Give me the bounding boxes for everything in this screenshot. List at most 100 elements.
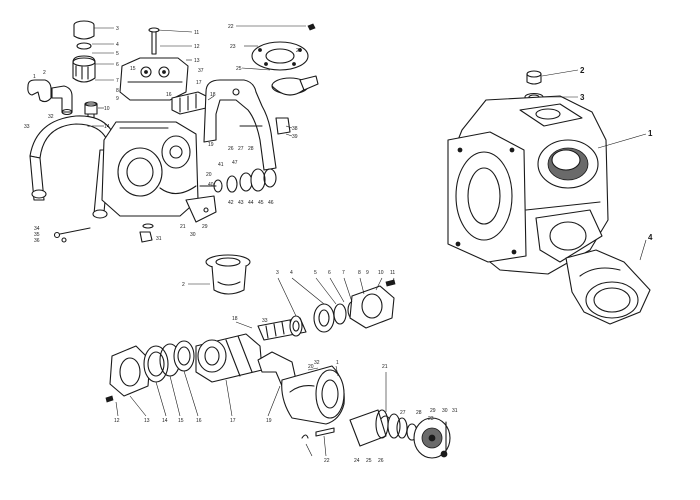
callout-14-bottom: 14	[162, 418, 168, 424]
callout-45-topleft: 45	[258, 200, 264, 206]
callout-15-bottom: 15	[178, 418, 184, 424]
callout-32-topleft: 32	[48, 114, 54, 120]
callout-17-bottom: 17	[230, 418, 236, 424]
left-flange-rings-part	[105, 340, 195, 403]
callout-16-bottom: 16	[196, 418, 202, 424]
callout-38-topleft: 38	[292, 126, 298, 132]
callout-23-bottom: 23	[428, 416, 434, 422]
callout-1-right: 1	[648, 129, 653, 138]
callout-47-topleft: 47	[232, 160, 238, 166]
callout-13-bottom: 13	[144, 418, 150, 424]
callout-24-topleft: 24	[296, 48, 302, 54]
callout-2-bottom: 2	[182, 282, 185, 288]
callout-28-topleft: 28	[248, 146, 254, 152]
top-left-assembly	[27, 20, 319, 243]
callout-30-bottom: 30	[442, 408, 448, 414]
top-left-leaders	[92, 25, 306, 137]
callout-9-bottom: 9	[366, 270, 369, 276]
bottom-drive-assembly	[105, 254, 451, 459]
callout-2-topleft: 2	[43, 70, 46, 76]
pump-sleeve-part	[281, 365, 345, 425]
callout-6-topleft: 6	[116, 62, 119, 68]
callout-5-bottom: 5	[314, 270, 317, 276]
callout-8-topleft: 8	[116, 88, 119, 94]
flanged-cup-part	[205, 254, 251, 295]
callout-5-topleft: 5	[116, 51, 119, 57]
outlet-spigot-part	[565, 249, 651, 325]
piston-rings-part	[349, 409, 451, 459]
callout-7-topleft: 7	[116, 78, 119, 84]
callout-17-topleft: 17	[196, 80, 202, 86]
callout-12-bottom: 12	[114, 418, 120, 424]
callout-30-topleft: 30	[190, 232, 196, 238]
side-bolt-part	[239, 117, 291, 135]
callout-42-topleft: 42	[228, 200, 234, 206]
bottom-leaders	[115, 277, 395, 457]
callout-28-bottom: 28	[416, 410, 422, 416]
shaft-bearings-part	[199, 168, 277, 193]
callout-33-bottom: 33	[262, 318, 268, 324]
callout-18-topleft: 18	[210, 92, 216, 98]
callout-11-bottom: 11	[390, 270, 395, 276]
right-leaders	[541, 69, 647, 261]
diaphragm-valve-part	[271, 75, 319, 96]
callout-39-topleft: 39	[292, 134, 298, 140]
callout-21-topleft: 21	[180, 224, 186, 230]
callout-11-topleft: 11	[194, 30, 199, 36]
callout-21-bottom: 21	[382, 364, 388, 370]
callout-2-right: 2	[580, 66, 585, 75]
linkage-part	[185, 195, 217, 223]
callout-37-topleft: 37	[198, 68, 204, 74]
callout-29-bottom: 29	[430, 408, 436, 414]
callout-4-bottom: 4	[290, 270, 293, 276]
right-housing-assembly	[447, 69, 651, 325]
callout-19-topleft: 19	[208, 142, 214, 148]
callout-35-topleft: 35	[34, 232, 40, 238]
housing-body-part	[447, 95, 609, 275]
callout-32-bottom: 32	[314, 360, 320, 366]
callout-46-topleft: 46	[268, 200, 274, 206]
callout-labels: 1 2 3 4 5 6 7 8 9 10 11 12 13 14 15 16 1…	[24, 24, 653, 464]
callout-12-topleft: 12	[194, 44, 200, 50]
callout-20-bottom: 20	[308, 364, 314, 370]
callout-24-bottom: 24	[354, 458, 360, 464]
callout-22-topleft: 22	[228, 24, 234, 30]
drive-housing-part	[195, 333, 263, 383]
drain-plug-part	[524, 70, 544, 102]
callout-8-bottom: 8	[358, 270, 361, 276]
callout-3-topleft: 3	[116, 26, 119, 32]
callout-1-bottom: 1	[336, 360, 339, 366]
callout-33-topleft: 33	[24, 124, 30, 130]
callout-13-topleft: 13	[194, 58, 200, 64]
filler-cap-part	[72, 20, 96, 83]
callout-20-topleft: 20	[206, 172, 212, 178]
bearing-seals-part	[289, 301, 357, 337]
callout-27-topleft: 27	[238, 146, 244, 152]
callout-36-topleft: 36	[34, 238, 40, 244]
main-housing-part	[101, 121, 199, 217]
callout-27-bottom: 27	[400, 410, 406, 416]
callout-15-topleft: 15	[130, 66, 136, 72]
callout-22-bottom: 22	[324, 458, 330, 464]
callout-25-bottom: 25	[366, 458, 372, 464]
callout-3-bottom: 3	[276, 270, 279, 276]
callout-40-topleft: 40	[208, 182, 214, 188]
callout-9-topleft: 9	[116, 96, 119, 102]
cylinder-plug-part	[171, 91, 207, 115]
callout-34-topleft: 34	[34, 226, 40, 232]
callout-6-bottom: 6	[328, 270, 331, 276]
callout-4-right: 4	[648, 233, 653, 242]
bottom-bolts-part	[53, 223, 154, 243]
callout-31-bottom: 31	[452, 408, 458, 414]
callout-26-topleft: 26	[228, 146, 234, 152]
callout-26-bottom: 26	[378, 458, 384, 464]
callout-7-bottom: 7	[342, 270, 345, 276]
flange-plate-right-part	[349, 279, 396, 329]
callout-10-bottom: 10	[378, 270, 384, 276]
callout-43-topleft: 43	[238, 200, 244, 206]
callout-25-topleft: 25	[236, 66, 242, 72]
pump-head-part	[119, 27, 189, 101]
elbow-fittings-part	[27, 79, 73, 116]
callout-14-topleft: 14	[104, 124, 110, 130]
